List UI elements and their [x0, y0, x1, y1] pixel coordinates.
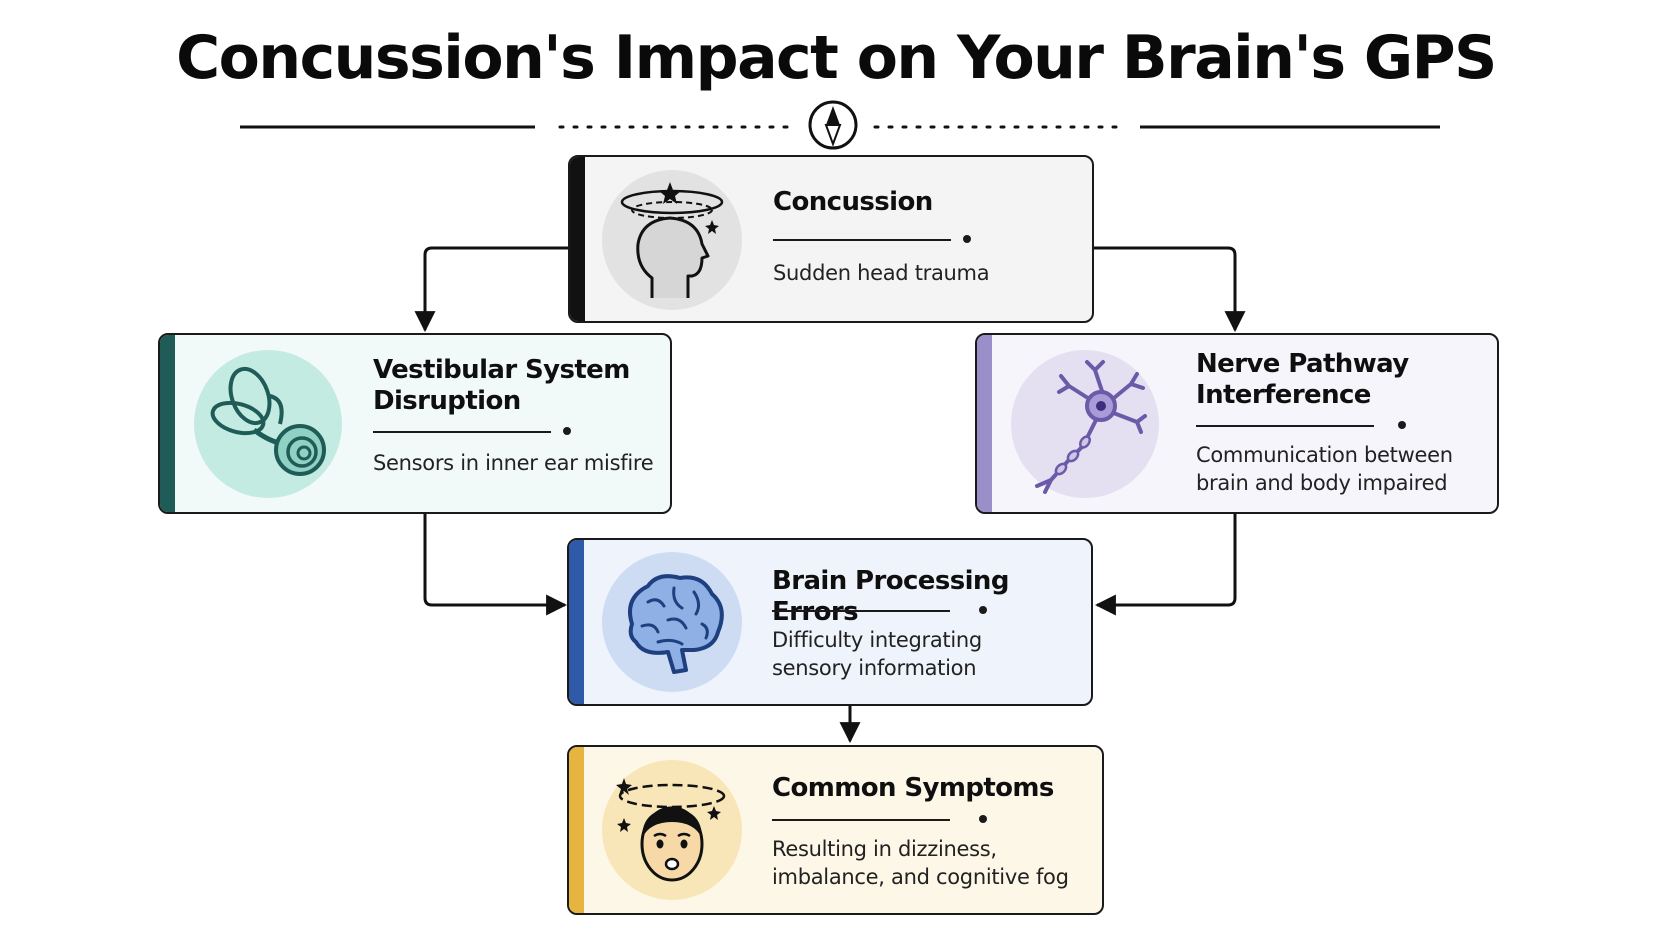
icon-circle: [602, 760, 742, 900]
title-divider: [240, 100, 1440, 150]
node-nerve: Nerve Pathway Interference Communication…: [975, 333, 1499, 514]
icon-circle: [194, 350, 342, 498]
page-title: Concussion's Impact on Your Brain's GPS: [176, 23, 1497, 93]
brain-icon: [628, 574, 724, 674]
icon-circle: [602, 170, 742, 310]
edge-nerve-brain: [1094, 514, 1237, 616]
node-description-line1: Difficulty integrating: [772, 628, 982, 652]
title-underline: [773, 239, 951, 241]
node-description-line1: Resulting in dizziness,: [772, 837, 997, 861]
compass-icon: [808, 100, 858, 150]
accent-bar: [569, 747, 584, 913]
node-description-line2: sensory information: [772, 656, 977, 680]
node-description: Sudden head trauma: [773, 261, 990, 285]
node-symptoms: Common Symptoms Resulting in dizziness, …: [567, 745, 1104, 915]
node-brain: Brain Processing Errors Difficulty integ…: [567, 538, 1093, 706]
dizzy-face-icon: [616, 778, 726, 882]
accent-bar: [160, 335, 175, 512]
underline-dot: [963, 235, 971, 243]
title-underline: [772, 610, 950, 612]
edge-concussion-vestibular: [414, 246, 568, 333]
node-vestibular: Vestibular System Disruption Sensors in …: [158, 333, 672, 514]
node-concussion: Concussion Sudden head trauma: [568, 155, 1094, 323]
title-underline: [1196, 425, 1374, 427]
node-title-line2: Disruption: [373, 386, 521, 416]
node-description-line2: imbalance, and cognitive fog: [772, 865, 1069, 889]
node-description-line2: brain and body impaired: [1196, 471, 1448, 495]
edge-vestibular-brain: [423, 514, 568, 616]
node-title: Concussion: [773, 187, 933, 217]
node-title-line1: Vestibular System: [373, 355, 630, 385]
node-title-line1: Nerve Pathway: [1196, 349, 1409, 379]
accent-bar: [570, 157, 585, 321]
neuron-icon: [1035, 360, 1147, 494]
underline-dot: [979, 606, 987, 614]
title-underline: [373, 431, 551, 433]
node-title-line2: Interference: [1196, 380, 1371, 410]
head-trauma-icon: [620, 182, 724, 298]
inner-ear-icon: [210, 366, 326, 476]
accent-bar: [977, 335, 992, 512]
title-underline: [772, 819, 950, 821]
node-title: Common Symptoms: [772, 773, 1054, 803]
accent-bar: [569, 540, 584, 704]
node-description: Sensors in inner ear misfire: [373, 451, 654, 475]
underline-dot: [1398, 421, 1406, 429]
edge-concussion-nerve: [1094, 246, 1246, 333]
underline-dot: [979, 815, 987, 823]
node-description-line1: Communication between: [1196, 443, 1453, 467]
icon-circle: [602, 552, 742, 692]
underline-dot: [563, 427, 571, 435]
icon-circle: [1011, 350, 1159, 498]
node-title: Brain Processing Errors: [772, 566, 1009, 627]
